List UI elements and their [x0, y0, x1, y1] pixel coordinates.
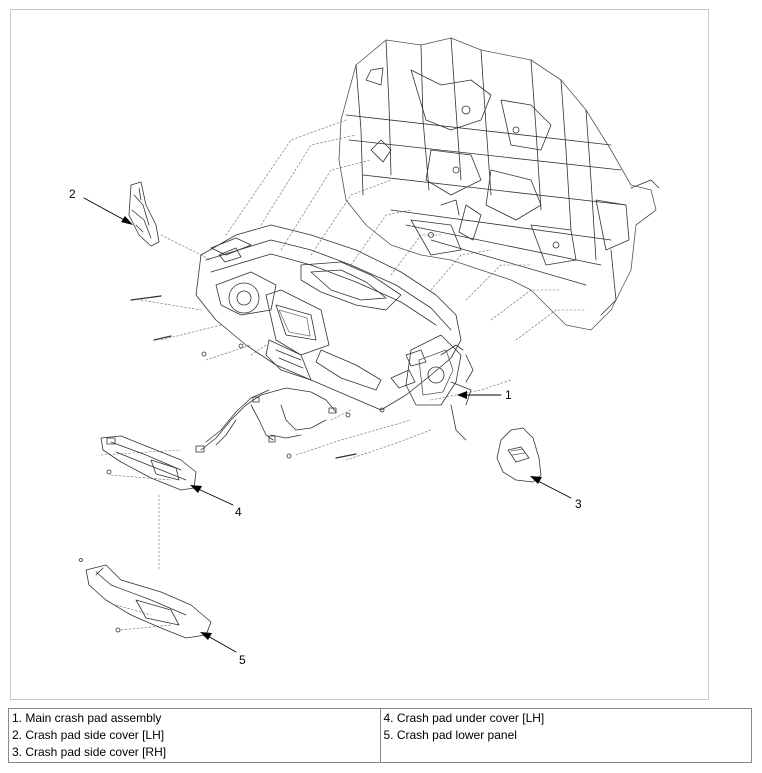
exploded-diagram-frame: 2 1 3 4 5	[10, 9, 709, 700]
assembly-guide-lines	[100, 119, 587, 631]
wiring-harness	[195, 387, 337, 453]
callout-3: 3	[575, 497, 582, 511]
legend-item-4: 4. Crash pad under cover [LH]	[383, 711, 545, 725]
legend-item-3: 3. Crash pad side cover [RH]	[12, 745, 167, 759]
fasteners	[106, 295, 385, 633]
callout-5: 5	[239, 653, 246, 667]
legend-right-column: 4. Crash pad under cover [LH] 5. Crash p…	[379, 708, 752, 763]
legend-item-2: 2. Crash pad side cover [LH]	[12, 728, 165, 742]
crash-pad-side-cover-rh	[496, 427, 542, 483]
main-crash-pad-assembly	[195, 224, 474, 441]
callout-4: 4	[235, 505, 242, 519]
crash-pad-side-cover-lh	[128, 181, 160, 247]
parts-legend-table: 1. Main crash pad assembly 2. Crash pad …	[8, 708, 752, 763]
leader-arrows	[83, 197, 572, 653]
crash-pad-lower-panel	[79, 558, 212, 639]
callout-2: 2	[69, 187, 76, 201]
legend-item-5: 5. Crash pad lower panel	[383, 728, 517, 742]
exploded-diagram	[79, 37, 660, 653]
legend-left-column: 1. Main crash pad assembly 2. Crash pad …	[8, 708, 381, 763]
legend-item-1: 1. Main crash pad assembly	[12, 711, 162, 725]
crash-pad-under-cover-lh	[100, 435, 197, 491]
vehicle-body-structure	[338, 37, 660, 331]
callout-1: 1	[505, 388, 512, 402]
